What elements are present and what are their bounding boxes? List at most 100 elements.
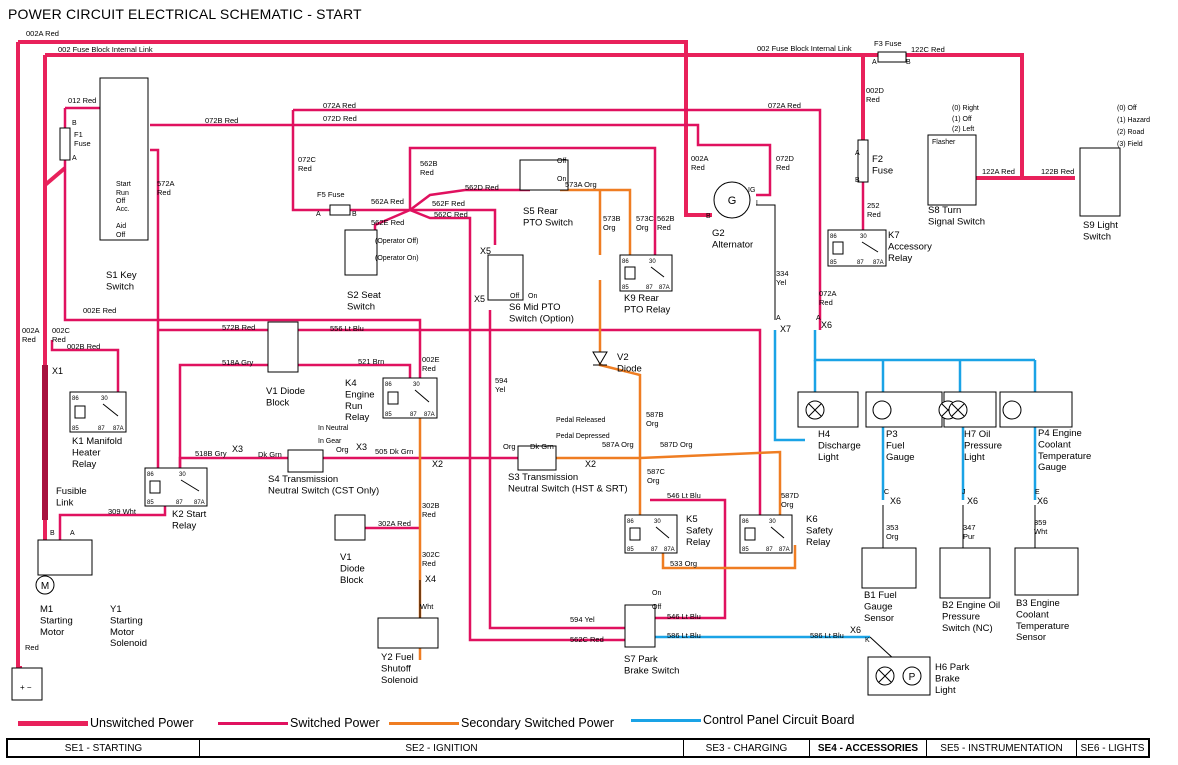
section-ignition[interactable]: SE2 - IGNITION — [200, 740, 684, 756]
wire-label: 556 Lt Blu — [330, 324, 364, 333]
switched-power-wire — [350, 188, 530, 212]
relay-pin-87: 87 — [857, 260, 864, 266]
switch-position-s8: (2) Left — [952, 126, 974, 133]
section-starting[interactable]: SE1 - STARTING — [8, 740, 200, 756]
wire-label: Org — [503, 442, 516, 451]
connector-label: X6 — [890, 496, 901, 506]
y2-solenoid-body — [377, 617, 439, 649]
pin-label: A — [776, 315, 781, 322]
relay-pin-87a: 87A — [779, 547, 790, 553]
relay-coil-icon — [744, 527, 756, 541]
s9-light-switch-body — [1079, 147, 1121, 217]
section-lights[interactable]: SE6 - LIGHTS — [1080, 742, 1145, 754]
legend-label: Control Panel Circuit Board — [703, 713, 855, 727]
secondary-switched-power-wire — [555, 450, 782, 520]
switch-position-s4: In Neutral — [318, 425, 349, 432]
relay-pin-30: 30 — [654, 519, 661, 525]
section-charging[interactable]: SE3 - CHARGING — [684, 740, 810, 756]
switch-position-s9: (2) Road — [1117, 129, 1144, 136]
y1-solenoid-body — [37, 539, 93, 576]
gauge-icon — [1002, 400, 1022, 420]
v1-diode-block-body — [267, 321, 299, 373]
relay-pin-85: 85 — [627, 547, 634, 553]
connector-label: X2 — [585, 459, 596, 469]
relay-pin-87: 87 — [410, 412, 417, 418]
wire-label: Org — [336, 445, 349, 454]
legend-switched-power: Switched Power — [218, 716, 380, 730]
s7-switch-body — [624, 604, 656, 648]
switch-position-s8: (0) Right — [952, 105, 979, 112]
relay-pin-85: 85 — [385, 412, 392, 418]
signal-wire — [869, 636, 896, 661]
section-accessories[interactable]: SE4 - ACCESSORIES — [810, 740, 927, 756]
legend: Unswitched Power Switched Power Secondar… — [6, 713, 1176, 736]
wire-label: 573A Org — [565, 180, 597, 189]
legend-swatch — [218, 721, 288, 725]
pin-label: E — [1035, 489, 1040, 496]
relay-pin-85: 85 — [830, 260, 837, 266]
relay-contact-icon — [414, 389, 430, 403]
relay-pin-86: 86 — [72, 396, 79, 402]
switch-position-s2: (Operator On) — [375, 255, 419, 262]
b1-sensor-body — [861, 547, 917, 589]
relay-body — [739, 514, 793, 554]
wire-label: Wht — [420, 602, 434, 611]
unswitched-power-wire — [45, 53, 1075, 180]
relay-pin-87: 87 — [646, 285, 653, 291]
switch-position-s9: (0) Off — [1117, 105, 1137, 112]
relay-contact-icon — [180, 479, 200, 492]
connector-label: X6 — [821, 320, 832, 330]
wire-label: 302A Red — [378, 519, 411, 528]
wire-label: 072A Red — [768, 101, 801, 110]
switch-position-s8: (1) Off — [952, 116, 972, 123]
relay-pin-85: 85 — [622, 285, 629, 291]
alternator-glyph: G — [728, 195, 737, 207]
wire-label: 587A Org — [602, 440, 634, 449]
pin-label: K — [865, 637, 870, 644]
switch-position-s4: In Gear — [318, 438, 342, 445]
relay-contact-icon — [102, 403, 119, 417]
relay-pin-30: 30 — [649, 259, 656, 265]
f1-fuse — [59, 127, 71, 161]
connector-label: X5 — [474, 294, 485, 304]
wire-label: 587D Org — [660, 440, 693, 449]
s8-turn-signal-switch-body — [927, 134, 977, 206]
pin-label: A — [316, 211, 321, 218]
switched-power-wire — [293, 108, 822, 330]
legend-control-panel-circuit-board: Control Panel Circuit Board — [631, 713, 854, 727]
switched-power-wire — [488, 310, 625, 630]
switch-position-s7: On — [652, 590, 661, 597]
relay-coil-icon — [74, 405, 86, 419]
wire-label: 562C Red — [434, 210, 468, 219]
section-instrumentation[interactable]: SE5 - INSTRUMENTATION — [927, 740, 1077, 756]
wire-label: 562E Red — [371, 218, 404, 227]
wire-label: 533 Org — [670, 559, 697, 568]
